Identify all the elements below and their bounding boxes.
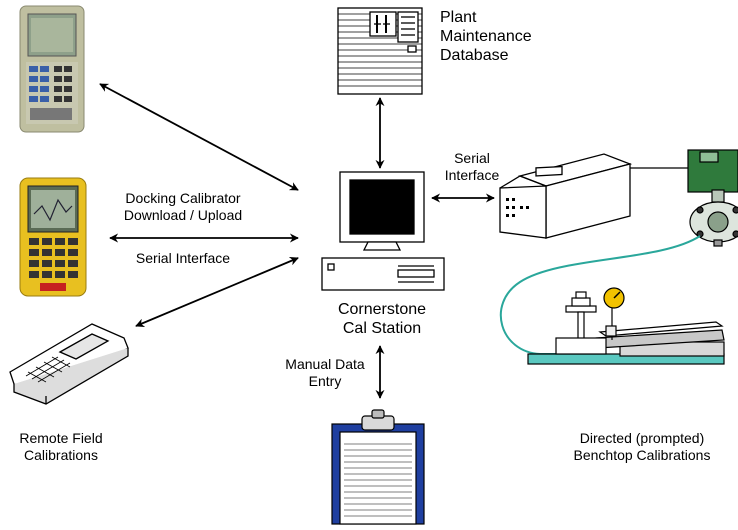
- computer-workstation-icon: [321, 171, 445, 291]
- arrow-remote: [135, 256, 299, 328]
- pressure-transmitter-icon: [687, 149, 738, 247]
- deadweight-tester-icon: [527, 287, 725, 365]
- remote-field-terminal-icon: [9, 323, 129, 405]
- label-remote-field: Remote Field Calibrations: [19, 430, 103, 463]
- database-server-icon: [337, 7, 423, 95]
- bench-instrument-icon: [499, 153, 688, 239]
- label-docking-calibrator: Docking Calibrator Download / Upload: [123, 190, 243, 223]
- handheld-calibrator-yellow-icon: [19, 177, 87, 297]
- documenting-calibrator-icon: [19, 5, 85, 133]
- label-serial-interface-right: Serial Interface: [444, 150, 500, 183]
- label-plant-database: Plant Maintenance Database: [440, 9, 532, 65]
- arrow-calibrator-top: [99, 83, 299, 191]
- connector-arrows: [99, 83, 495, 399]
- label-benchtop: Directed (prompted) Benchtop Calibration…: [573, 430, 711, 463]
- clipboard-icon: [331, 409, 425, 525]
- label-cal-station: Cornerstone Cal Station: [337, 301, 427, 338]
- label-serial-interface-left: Serial Interface: [135, 250, 231, 266]
- label-manual-entry: Manual Data Entry: [285, 356, 365, 389]
- pressure-hose: [499, 235, 701, 355]
